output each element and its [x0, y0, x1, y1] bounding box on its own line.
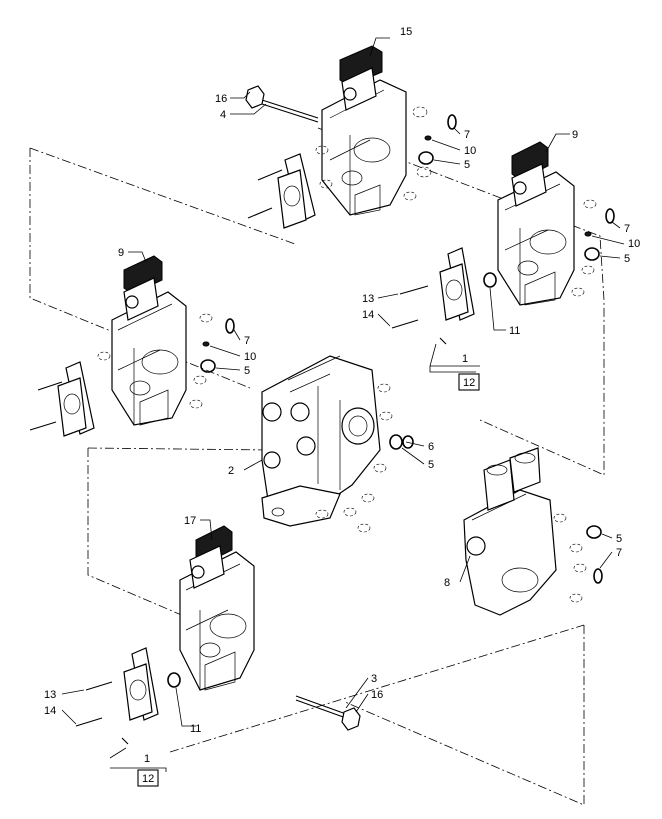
callout-10-top: 10: [464, 145, 476, 157]
section-module-left: [111, 255, 187, 426]
callout-6: 6: [428, 441, 434, 453]
callout-7-right: 7: [624, 223, 630, 235]
tie-rod-top: [245, 85, 319, 123]
end-cover: [463, 447, 557, 616]
solenoid-connector-top: [339, 45, 383, 111]
callout-15: 15: [400, 26, 412, 38]
seal-bottom: [167, 672, 181, 688]
seals-top: [315, 106, 457, 201]
section-module-right: [497, 141, 575, 306]
section-module-bottom: [179, 525, 255, 691]
callout-5-left: 5: [244, 365, 250, 377]
callout-7-left: 7: [244, 335, 250, 347]
callout-1-right: 1: [462, 353, 468, 365]
reference-box-12-bottom: [137, 769, 159, 787]
seals-right: [483, 199, 615, 297]
pin-right: [439, 337, 447, 345]
reference-box-12-right: [458, 373, 480, 391]
callout-5-end: 5: [616, 533, 622, 545]
callout-10-right: 10: [628, 238, 640, 250]
callout-5-top: 5: [464, 159, 470, 171]
solenoid-connector-bottom: [189, 525, 233, 589]
seals-inlet: [315, 383, 414, 533]
callout-9-left: 9: [118, 247, 124, 259]
inlet-body: [261, 355, 381, 527]
callout-10-left: 10: [244, 351, 256, 363]
bolt-top-2: [247, 207, 273, 219]
callout-4: 4: [220, 109, 226, 121]
callout-5-inlet: 5: [428, 459, 434, 471]
callout-12-right: 12: [463, 377, 475, 389]
seals-end-cover: [553, 513, 603, 603]
callout-9-right: 9: [572, 129, 578, 141]
connector-plate-left: [57, 361, 95, 437]
callout-1-bottom: 1: [144, 753, 150, 765]
leader-lines: [61, 37, 625, 772]
callout-11-right: 11: [509, 325, 520, 337]
connector-plate-right: [439, 247, 475, 321]
bolt-top-1: [257, 169, 283, 181]
pin-bottom: [121, 737, 129, 745]
connector-plate-bottom: [123, 647, 159, 721]
solenoid-connector-right: [511, 141, 549, 207]
callout-8: 8: [444, 577, 450, 589]
seals-left: [97, 313, 235, 409]
callout-12-bottom: 12: [142, 773, 154, 785]
callout-labels: 15 16 4 7 10 5 9 7 10 5 13 14 11 1 12 9 …: [44, 26, 640, 785]
bolt-right-2: [391, 319, 419, 329]
callout-5-right: 5: [624, 253, 630, 265]
callout-11-bottom: 11: [190, 723, 201, 735]
callout-13-bottom: 13: [44, 689, 56, 701]
callout-7-end: 7: [616, 547, 622, 559]
callout-16-top: 16: [215, 93, 227, 105]
callout-7-top: 7: [464, 129, 470, 141]
callout-13-right: 13: [362, 293, 374, 305]
solenoid-connector-left: [123, 255, 163, 321]
bolt-bottom-1: [85, 681, 113, 691]
callout-17: 17: [184, 515, 196, 527]
callout-2: 2: [228, 465, 234, 477]
section-module-top: [321, 45, 407, 216]
callout-14-right: 14: [362, 309, 374, 321]
callout-16-bottom: 16: [371, 689, 383, 701]
bolt-left-2: [29, 421, 57, 431]
tie-rod-bottom: [295, 695, 361, 731]
bolt-left-1: [37, 381, 63, 391]
bolt-bottom-2: [75, 717, 103, 727]
bolt-right-1: [399, 285, 429, 295]
callout-3: 3: [371, 673, 377, 685]
callout-14-bottom: 14: [44, 705, 56, 717]
connector-plate-top: [277, 153, 316, 229]
